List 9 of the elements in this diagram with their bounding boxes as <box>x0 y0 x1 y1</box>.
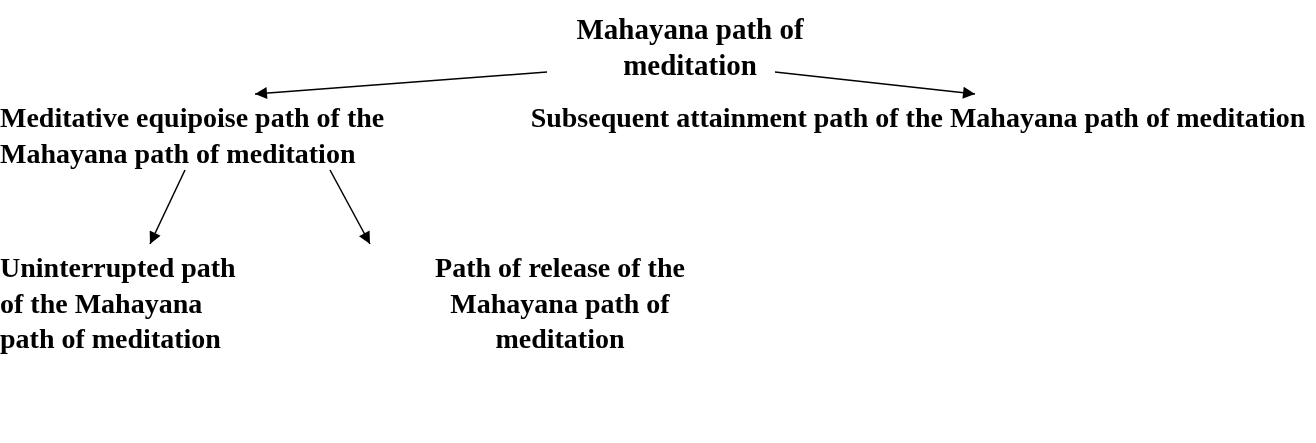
arrow <box>774 71 976 99</box>
node-label: Meditative equipoise path of the Mahayana path of meditation <box>0 101 386 171</box>
node-label: Mahayana path of meditation <box>575 12 805 83</box>
arrow <box>254 71 548 100</box>
arrow <box>329 169 371 245</box>
node-label: Uninterrupted path of the Mahayana path of meditation <box>0 251 237 356</box>
node-label: Path of release of the Mahayana path of meditation <box>434 251 686 356</box>
node-label: Subsequent attainment path of the Mahayana path of meditation <box>529 101 1307 135</box>
arrow <box>149 169 186 245</box>
